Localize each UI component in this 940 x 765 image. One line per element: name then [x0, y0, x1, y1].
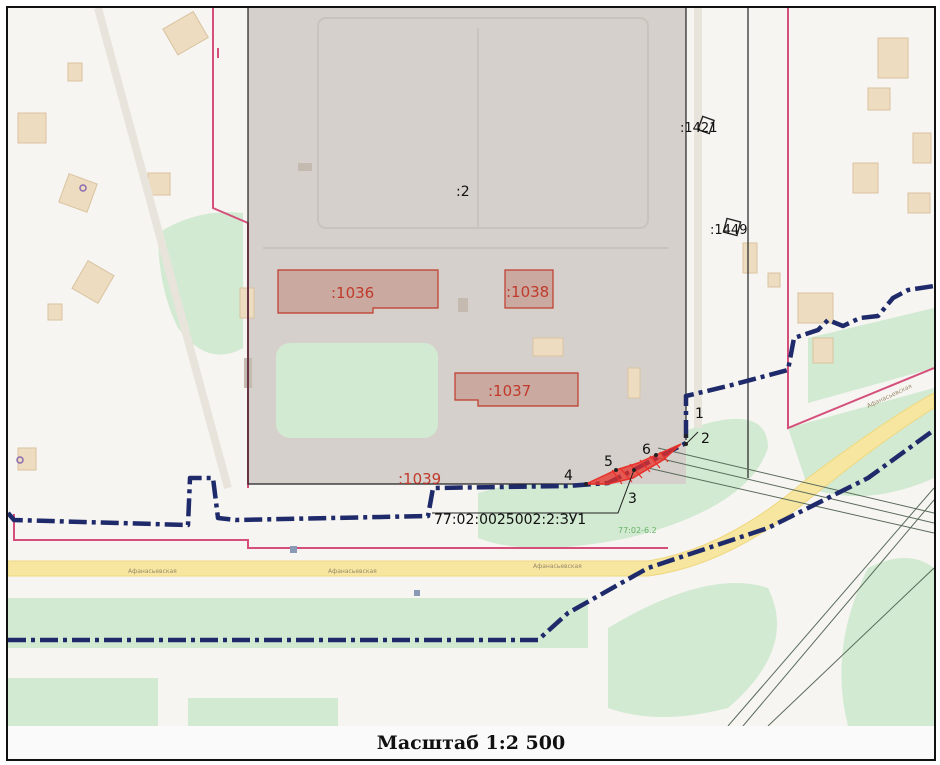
- poi-icon: [79, 184, 87, 192]
- buildings: [277, 269, 579, 407]
- point-3: 3: [628, 491, 637, 507]
- point-leader-2: [685, 431, 699, 445]
- label-1038: :1038: [506, 283, 549, 301]
- houses: [17, 10, 932, 471]
- cadastral-map[interactable]: Афанасьевская Афанасьевская Афанасьевска…: [8, 8, 934, 726]
- bus-stop-icon: [414, 590, 420, 596]
- road: [8, 392, 934, 577]
- parcel-boundaries: [247, 8, 749, 485]
- building-1037: [454, 372, 579, 407]
- parcel-inner-paths: [263, 17, 668, 249]
- parcel-inner-green: [276, 343, 438, 438]
- point-2: 2: [701, 431, 710, 447]
- building-1038: [504, 269, 554, 309]
- point-6: 6: [642, 442, 651, 458]
- side-roads: [94, 8, 702, 490]
- label-1449: :1449: [710, 223, 747, 238]
- label-zone: 77:02-6.2: [618, 526, 657, 535]
- label-1039: :1039: [398, 470, 441, 488]
- poi-icon: [16, 456, 24, 464]
- svg-text:Афанасьевская: Афанасьевская: [533, 563, 582, 570]
- label-1421: :1421: [680, 121, 717, 136]
- label-1036: :1036: [331, 284, 374, 302]
- point-5: 5: [604, 454, 613, 470]
- svg-text:Афанасьевская: Афанасьевская: [328, 568, 377, 575]
- scale-label: Масштаб 1:2 500: [376, 731, 566, 754]
- point-1: 1: [695, 406, 704, 422]
- building-1036: [277, 269, 439, 314]
- zu1-leader: [432, 469, 635, 514]
- parcel-1449-shape: [722, 217, 742, 237]
- label-zu1: 77:02:0025002:2:ЗУ1: [434, 512, 586, 528]
- new-parcel-zu1[interactable]: [585, 443, 682, 485]
- utility-lines: [647, 447, 934, 726]
- map-frame: Афанасьевская Афанасьевская Афанасьевска…: [6, 6, 936, 761]
- label-parcel-2: :2: [456, 184, 470, 200]
- parcel-1421-shape: [697, 115, 715, 135]
- label-1037: :1037: [488, 382, 531, 400]
- red-lines: [8, 283, 934, 643]
- bus-stop-icon: [290, 546, 297, 553]
- svg-text:Афанасьевская: Афанасьевская: [128, 568, 177, 575]
- scale-bar: Масштаб 1:2 500: [8, 726, 934, 759]
- point-4: 4: [564, 468, 573, 484]
